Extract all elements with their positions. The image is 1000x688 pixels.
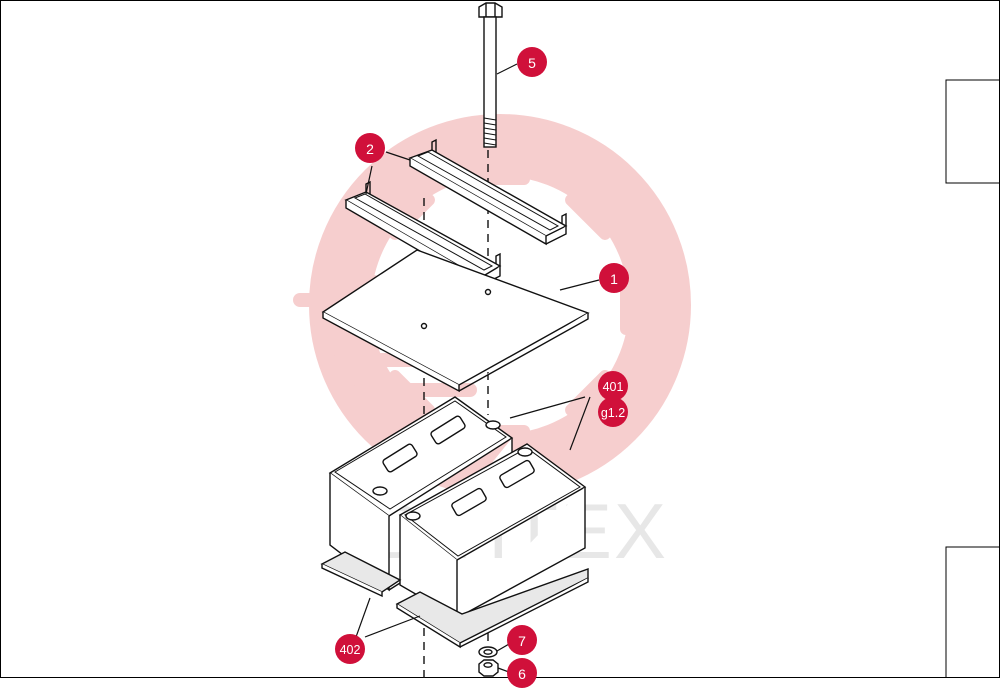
channel-rail-rear (408, 138, 568, 246)
callout-g1-2-label: g1.2 (601, 406, 625, 420)
bolt (478, 2, 503, 148)
callout-401-label: 401 (603, 380, 624, 394)
callout-5[interactable]: 5 (517, 47, 547, 77)
callout-7-label: 7 (518, 633, 526, 649)
side-tab-top (945, 79, 1000, 184)
battery-mat-front (395, 568, 589, 649)
nut (478, 659, 499, 677)
callout-1[interactable]: 1 (599, 263, 629, 293)
callout-401[interactable]: 401 (598, 371, 628, 401)
callout-1-label: 1 (610, 271, 618, 287)
washer (478, 646, 498, 658)
battery-front (398, 443, 587, 620)
cover-plate (321, 249, 590, 393)
callout-2-label: 2 (366, 141, 374, 157)
side-tab-bottom (945, 546, 1000, 678)
callout-402-label: 402 (340, 643, 361, 657)
callout-2[interactable]: 2 (355, 133, 385, 163)
battery-mat-rear (320, 551, 402, 598)
callout-5-label: 5 (528, 55, 536, 71)
callout-6-label: 6 (518, 666, 526, 682)
callout-6[interactable]: 6 (507, 658, 537, 688)
callout-7[interactable]: 7 (507, 625, 537, 655)
callout-402[interactable]: 402 (335, 634, 365, 664)
callout-g1-2[interactable]: g1.2 (598, 397, 628, 427)
leader-lines (355, 63, 600, 673)
